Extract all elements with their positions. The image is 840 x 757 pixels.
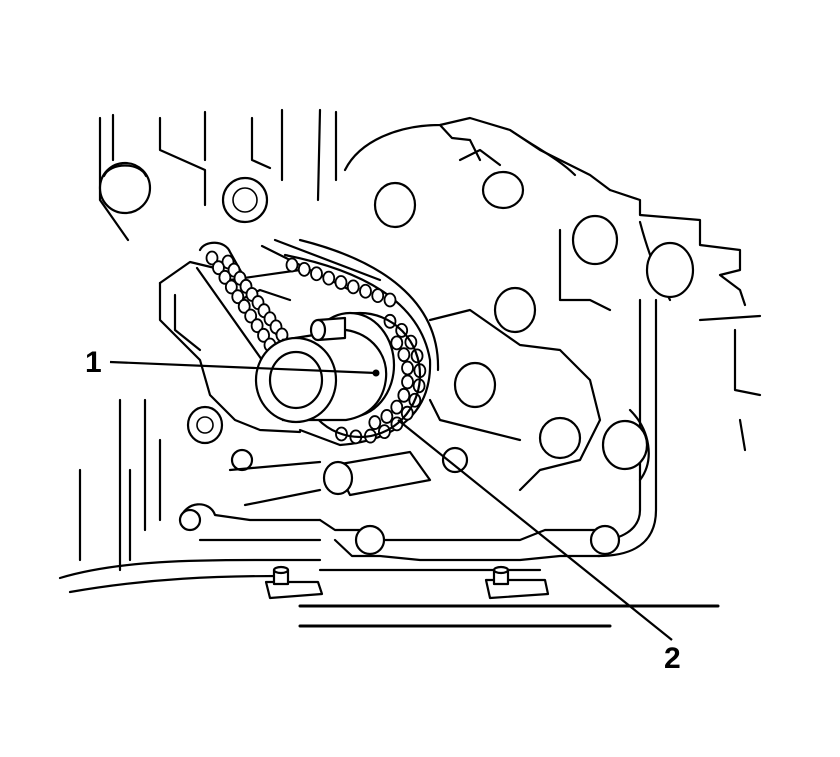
engine-block-casting [58,108,762,628]
callout-label-2: 2 [664,642,681,675]
chain-roller [383,292,397,308]
chain-roller [346,279,360,295]
callout-label-1: 1 [85,346,102,379]
callout-2: 2 [397,419,681,675]
chain-roller [401,360,414,376]
chain-roller [322,270,336,286]
chain-roller [257,327,270,343]
chain-roller [401,374,414,390]
chain-roller [218,269,232,285]
chain-roller [397,347,411,363]
chain-roller [231,289,245,305]
chain-roller [334,275,348,290]
chain-roller [285,257,299,273]
callout-1-leader-line [109,360,377,375]
callout-1-target-dot [372,369,380,377]
callout-1: 1 [85,346,380,379]
chain-roller [310,266,323,282]
chain-roller [224,279,238,295]
chain-roller [390,335,404,351]
chain-roller [205,250,219,266]
chain-roller [390,399,404,415]
block-bolt-bosses [98,161,695,556]
chain-roller [368,415,382,430]
chain-roller [237,298,251,314]
chain-roller [250,318,264,334]
chain-roller [297,261,311,277]
chain-roller [397,387,411,403]
chain-roller [371,288,385,304]
chain-roller [212,260,225,276]
callout-2-leader-line [397,419,673,641]
chain-roller [359,283,372,299]
chain-roller [244,308,258,324]
chain-roller [380,409,394,424]
crankshaft-sprocket-assembly [254,311,422,439]
